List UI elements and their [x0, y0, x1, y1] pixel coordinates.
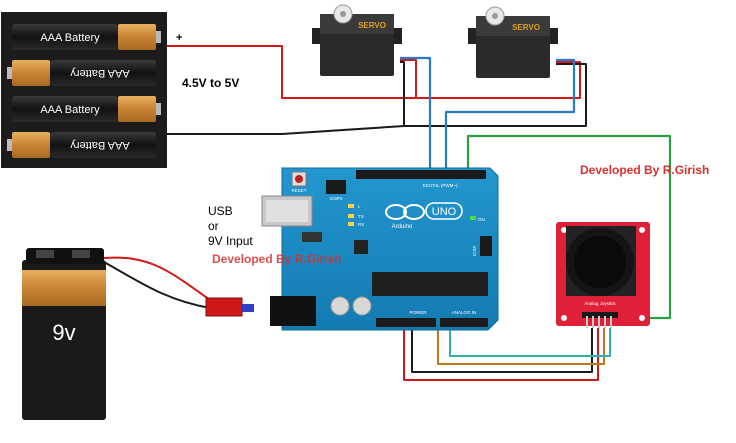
battery-cell-label: AAA Battery [40, 104, 100, 116]
analog-header [440, 318, 488, 327]
wire-battery-positive-servo1 [282, 59, 417, 99]
battery-9v-label: 9v [52, 320, 75, 345]
joystick-label: Analog Joystick [584, 301, 616, 306]
wires [103, 45, 672, 381]
usb-label: USB or 9V Input [208, 204, 253, 249]
led-l-label: L [358, 204, 361, 209]
servo-brand-label: SERVO [512, 23, 540, 32]
wire-joystick-gnd [411, 328, 593, 373]
usb-label-line3: 9V Input [208, 234, 253, 248]
led-rx-label: RX [358, 222, 364, 227]
reset-label: RESET [291, 188, 306, 193]
wire-servo2-signal [444, 58, 576, 168]
led-on-label: ON [478, 217, 485, 222]
watermark-center: Developed By R.Girish [212, 252, 342, 266]
9v-plug [205, 297, 254, 317]
voltage-label: 4.5V to 5V [182, 76, 240, 90]
battery-cell: AAA Battery [7, 60, 156, 86]
wire-battery-negative [160, 63, 587, 135]
wire-9v-red [103, 256, 211, 301]
battery-cell-label: AAA Battery [70, 67, 130, 79]
usb-label-line2: or [208, 219, 219, 233]
wire-joystick-switch [466, 134, 672, 320]
wire-joystick-vrx [437, 328, 605, 365]
battery-9v: 9v [22, 248, 106, 420]
wire-servo1-signal [400, 56, 432, 168]
analog-label: ANALOG IN [452, 310, 477, 315]
arduino-logo: UNO Arduino [385, 202, 463, 230]
icsp-label: ICSP [472, 245, 477, 256]
battery-cell-label: AAA Battery [70, 139, 130, 151]
battery-cell: AAA Battery [7, 132, 156, 158]
led-tx-label: TX [358, 214, 364, 219]
power-header [376, 318, 436, 327]
servo-motor-2: SERVO [468, 6, 558, 78]
joystick-pins [582, 312, 618, 328]
usb-label-line1: USB [208, 204, 233, 218]
wire-9v-black [103, 261, 211, 309]
atmega-chip [372, 272, 488, 296]
arduino-uno-board: RESET ICSP2 DIGITAL (PWM~) UNO Arduino L… [261, 167, 499, 331]
plus-sign: + [176, 32, 183, 44]
capacitor [352, 296, 372, 316]
watermark-top-right: Developed By R.Girish [580, 163, 710, 177]
digital-header [356, 170, 486, 179]
battery-cell: AAA Battery [12, 24, 161, 50]
servo-motor-1: SERVO [312, 4, 402, 76]
icsp-header [480, 236, 492, 256]
aaa-battery-pack: AAA Battery AAA Battery AAA Battery AAA … [1, 12, 167, 168]
digital-label: DIGITAL (PWM~) [423, 183, 458, 188]
battery-cell-label: AAA Battery [40, 32, 100, 44]
arduino-model: UNO [432, 206, 457, 218]
joystick-module: Analog Joystick [556, 222, 650, 328]
power-label: POWER [409, 310, 427, 315]
battery-cell: AAA Battery [12, 96, 161, 122]
servo-brand-label: SERVO [358, 21, 386, 30]
wire-joystick-vry [449, 328, 611, 357]
icsp2-label: ICSP2 [329, 196, 343, 201]
arduino-brand: Arduino [392, 224, 413, 230]
wire-joystick-vcc [403, 328, 599, 381]
capacitor [330, 296, 350, 316]
dc-power-jack [270, 296, 316, 326]
icsp2-header [326, 180, 346, 194]
wire-battery-negative-servo1 [400, 61, 405, 126]
